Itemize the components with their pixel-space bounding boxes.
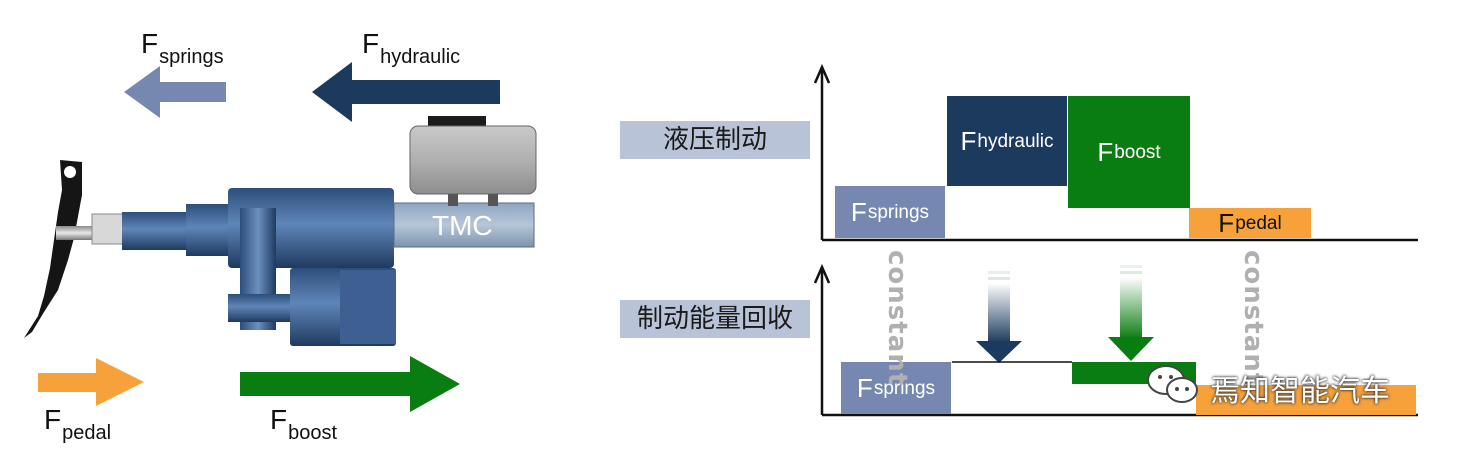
pedal-force-label: Fpedal bbox=[44, 404, 112, 444]
wechat-icon bbox=[1147, 365, 1198, 403]
pedal-arrow bbox=[38, 358, 144, 406]
springs-arrow bbox=[124, 66, 226, 118]
hydraulic-arrow bbox=[312, 62, 500, 122]
brake-pedal bbox=[24, 160, 96, 338]
bottom-y-arrowhead bbox=[813, 263, 831, 284]
brake-booster-illustration bbox=[24, 62, 537, 412]
tmc-body bbox=[393, 202, 535, 248]
reservoir-tank bbox=[409, 125, 537, 195]
hydraulic-force-label: Fhydraulic bbox=[362, 28, 461, 68]
constant-label-left: constant bbox=[882, 250, 912, 387]
booster-sleeve bbox=[186, 204, 232, 256]
regen-pedal-bar bbox=[1196, 385, 1416, 415]
boost-reduction-arrow bbox=[1108, 265, 1154, 361]
top-y-arrowhead bbox=[813, 63, 831, 84]
hydraulic-braking-label: 液压制动 bbox=[620, 121, 810, 159]
reservoir-cap bbox=[428, 116, 486, 126]
input-cylinder bbox=[122, 212, 192, 250]
pipe-elbow bbox=[228, 294, 292, 322]
regen-braking-label: 制动能量回收 bbox=[620, 300, 810, 338]
reservoir-port-1 bbox=[448, 194, 458, 206]
boost-arrow bbox=[240, 356, 460, 412]
push-rod bbox=[91, 213, 127, 245]
reservoir-port-2 bbox=[488, 194, 498, 206]
hydraulic-reduction-arrow bbox=[976, 271, 1022, 363]
springs-force-label: Fsprings bbox=[141, 28, 224, 68]
motor-cap bbox=[340, 270, 396, 344]
tmc-label: TMC bbox=[432, 210, 493, 241]
boost-force-label: Fboost bbox=[270, 404, 338, 444]
watermark-text: 焉知智能汽车 bbox=[1210, 374, 1390, 409]
